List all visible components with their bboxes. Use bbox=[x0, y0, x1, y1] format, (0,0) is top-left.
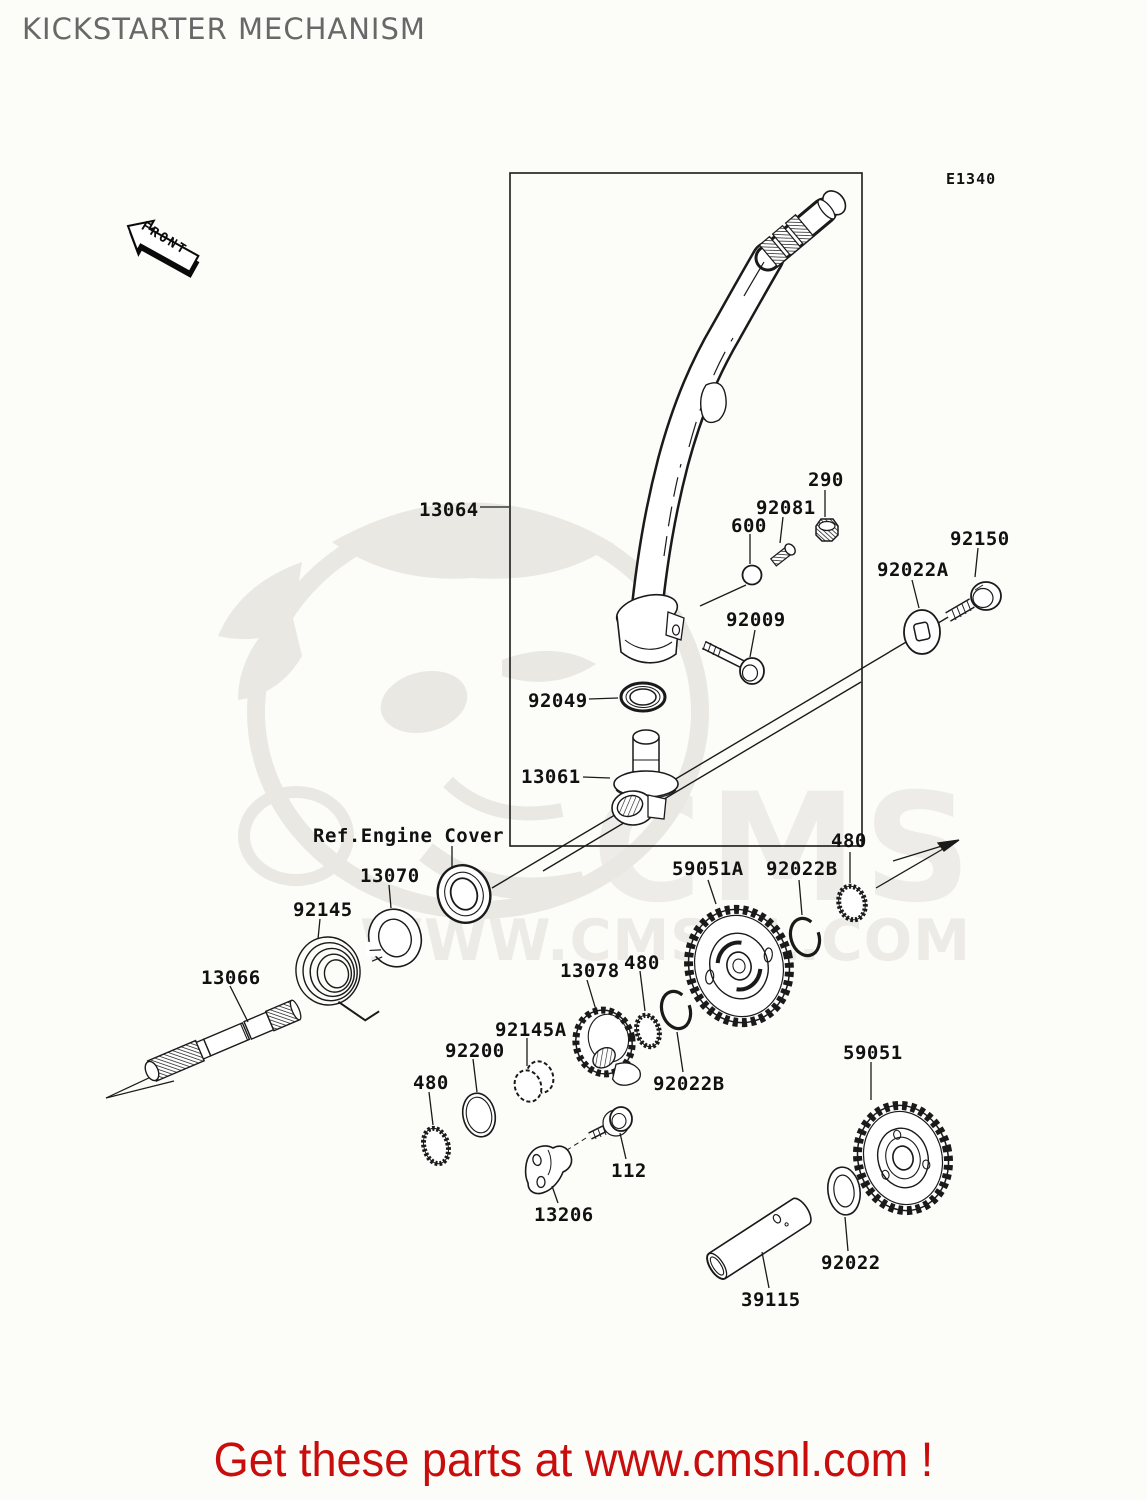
part-13061-joint bbox=[611, 729, 679, 826]
part-92022a-washer bbox=[903, 609, 941, 655]
front-arrow-icon bbox=[126, 219, 200, 278]
part-label-92145: 92145 bbox=[293, 899, 353, 921]
part-label-13066: 13066 bbox=[201, 967, 261, 989]
part-112-bolt bbox=[547, 1106, 633, 1163]
part-label-13206: 13206 bbox=[534, 1204, 594, 1226]
part-label-13061: 13061 bbox=[521, 766, 581, 788]
part-480-ring-bottomleft bbox=[421, 1125, 451, 1167]
part-label-13078: 13078 bbox=[560, 960, 620, 982]
part-59051-gear bbox=[852, 1100, 954, 1216]
part-label-480-mid: 480 bbox=[624, 952, 660, 974]
part-label-59051a: 59051A bbox=[672, 858, 744, 880]
part-ref-cover-seal bbox=[436, 864, 492, 924]
part-92022b-ring-top bbox=[788, 916, 822, 958]
part-label-92200: 92200 bbox=[445, 1040, 505, 1062]
part-290-nut bbox=[815, 518, 839, 542]
part-label-92022b-bottom: 92022B bbox=[653, 1073, 725, 1095]
part-92022b-ring-bottom bbox=[659, 989, 693, 1031]
part-92022-washer bbox=[827, 1166, 861, 1216]
part-92145a-spring-washers bbox=[513, 1060, 555, 1103]
ref-engine-cover-note: Ref.Engine Cover bbox=[313, 825, 505, 847]
part-92145-spring bbox=[295, 936, 380, 1022]
cmsnl-banner-link[interactable]: Get these parts at www.cmsnl.com ! bbox=[213, 1434, 934, 1487]
part-label-92022: 92022 bbox=[821, 1252, 881, 1274]
part-13078-ratchet bbox=[572, 1006, 641, 1086]
part-label-59051: 59051 bbox=[843, 1042, 903, 1064]
assembly-direction-arrow bbox=[875, 839, 960, 889]
assembly-axis-lines bbox=[491, 615, 951, 889]
part-label-92022b-top: 92022B bbox=[766, 858, 838, 880]
part-59051a-gear bbox=[684, 904, 794, 1028]
lever-group-box bbox=[509, 172, 863, 847]
part-label-600: 600 bbox=[731, 515, 767, 537]
part-label-92049: 92049 bbox=[528, 690, 588, 712]
part-label-92009: 92009 bbox=[726, 609, 786, 631]
part-39115-tube bbox=[706, 1197, 812, 1280]
part-label-480-bottomleft: 480 bbox=[413, 1072, 449, 1094]
part-label-13070: 13070 bbox=[360, 865, 420, 887]
part-label-92150: 92150 bbox=[950, 528, 1010, 550]
leader-lines bbox=[229, 490, 979, 1289]
part-92049-oil-seal bbox=[619, 681, 667, 713]
part-480-ring-topright bbox=[836, 883, 868, 923]
part-13066-shaft bbox=[144, 999, 302, 1083]
watermark-mascot bbox=[218, 502, 709, 919]
part-600-ball bbox=[741, 564, 763, 586]
kick-lever-pedal bbox=[615, 190, 847, 664]
part-label-112: 112 bbox=[611, 1160, 647, 1182]
part-92009-bolt bbox=[701, 640, 765, 685]
part-13070-bushing bbox=[365, 908, 423, 968]
page-title: KICKSTARTER MECHANISM bbox=[22, 12, 426, 46]
part-label-480-topright: 480 bbox=[831, 830, 867, 852]
part-label-39115: 39115 bbox=[741, 1289, 801, 1311]
part-480-ring-mid bbox=[634, 1012, 662, 1050]
part-label-92081: 92081 bbox=[756, 497, 816, 519]
part-label-92022a: 92022A bbox=[877, 559, 949, 581]
part-label-290: 290 bbox=[808, 469, 844, 491]
part-label-13064: 13064 bbox=[419, 499, 479, 521]
part-label-92145a: 92145A bbox=[495, 1019, 567, 1041]
diagram-code: E1340 bbox=[946, 170, 997, 188]
part-92150-bolt bbox=[945, 581, 1002, 622]
part-13206-holder bbox=[524, 1145, 573, 1195]
part-92200-washer bbox=[461, 1092, 497, 1138]
part-92081-screw bbox=[769, 543, 796, 567]
